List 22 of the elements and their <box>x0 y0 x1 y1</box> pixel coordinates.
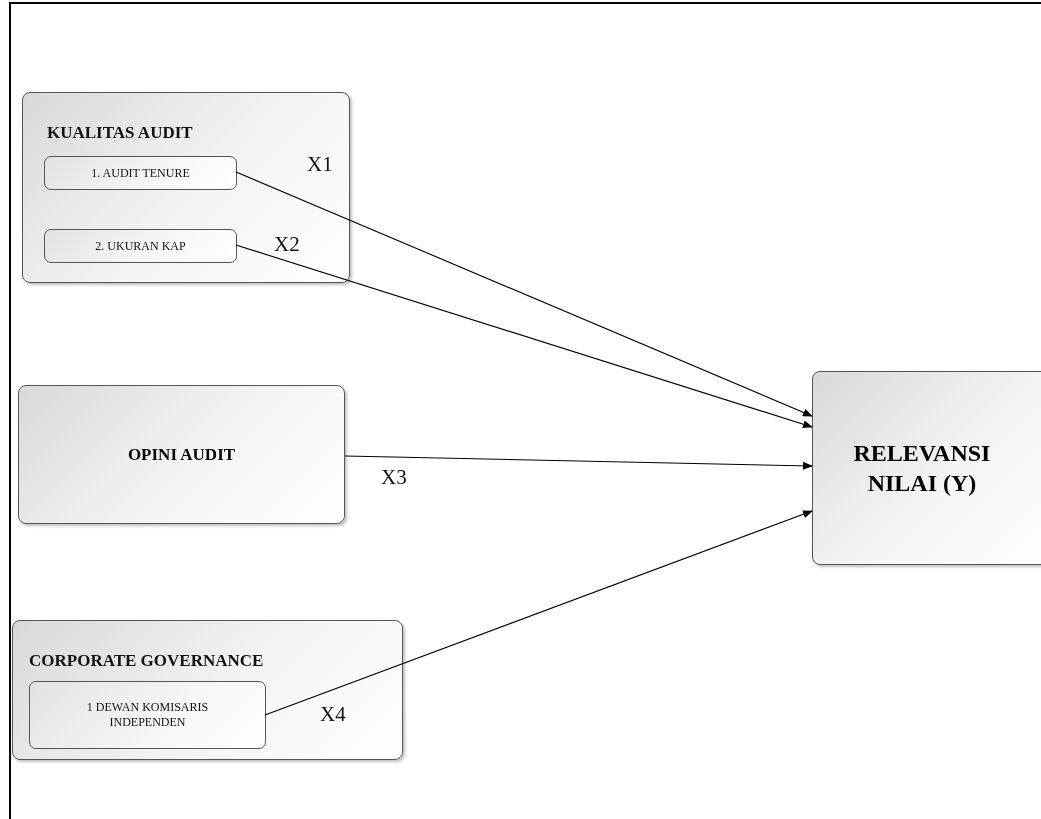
indicator-box <box>44 156 237 190</box>
group-box <box>12 620 403 760</box>
arrow <box>344 455 813 470</box>
arrow <box>264 510 813 716</box>
variable-label: RELEVANSI NILAI (Y) <box>852 439 992 498</box>
indicator-label: 2. UKURAN KAP <box>95 238 186 254</box>
group-box <box>22 92 350 283</box>
variable-box <box>18 385 345 524</box>
variable-box <box>812 371 1041 565</box>
arrow <box>235 171 813 417</box>
indicator-box <box>44 229 237 263</box>
indicator-box <box>29 681 266 749</box>
edge-label: X1 <box>307 152 333 177</box>
edge-label: X4 <box>320 702 346 727</box>
arrow <box>235 244 813 429</box>
group-heading: CORPORATE GOVERNANCE <box>29 651 264 671</box>
variable-label: OPINI AUDIT <box>127 444 236 465</box>
edge-label: X3 <box>381 465 407 490</box>
group-heading: KUALITAS AUDIT <box>47 123 193 143</box>
indicator-label: 1 DEWAN KOMISARIS INDEPENDEN <box>85 700 210 730</box>
indicator-label: 1. AUDIT TENURE <box>91 165 190 181</box>
edge-label: X2 <box>274 232 300 257</box>
